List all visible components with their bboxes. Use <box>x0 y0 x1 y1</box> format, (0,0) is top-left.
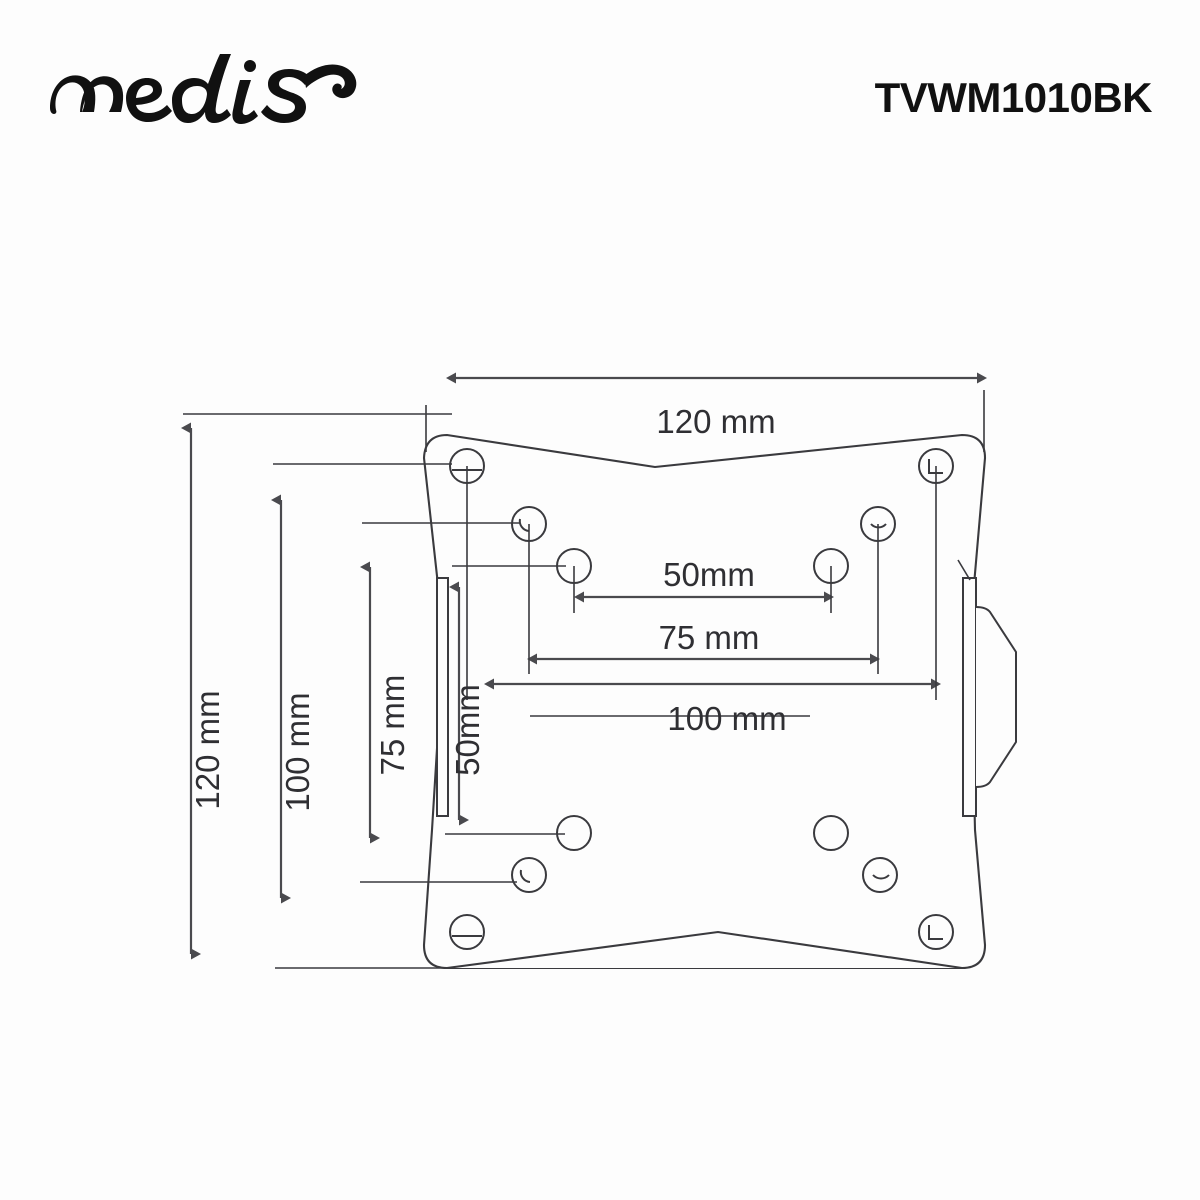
dimension-h-50: 50mm <box>573 556 834 613</box>
dimension-label-h-50: 50mm <box>663 556 755 593</box>
hole-lower-right-inner <box>813 815 849 851</box>
dimension-v-100: 100 mm <box>271 463 517 904</box>
dimension-label-v-50: 50mm <box>449 684 486 776</box>
dimension-label-v-75: 75 mm <box>374 675 411 776</box>
dimension-label-v-100: 100 mm <box>279 692 316 811</box>
dimension-v-75: 75 mm <box>360 522 565 844</box>
hole-mark-lr-outer <box>928 925 943 940</box>
hole-mark-ll-mid <box>519 869 531 883</box>
nedis-logo-icon <box>48 48 378 128</box>
hole-lower-left-mid <box>511 857 547 893</box>
product-code: TVWM1010BK <box>874 74 1153 121</box>
dimension-width-120: 120 mm <box>425 372 987 452</box>
dimension-label-width-120: 120 mm <box>656 403 775 440</box>
dimension-v-120: 120 mm <box>181 413 452 969</box>
hole-lower-right-outer <box>918 914 954 950</box>
dimension-v-50: 50mm <box>449 565 566 826</box>
dimension-label-v-120: 120 mm <box>189 690 226 809</box>
left-profile-strip <box>436 577 449 817</box>
side-profile-leader <box>957 559 971 581</box>
dimension-label-h-75: 75 mm <box>659 619 760 656</box>
hole-lower-right-mid <box>862 857 898 893</box>
hole-mark-lr-mid <box>872 874 890 880</box>
side-profile-boss <box>975 606 1017 788</box>
side-view-profile <box>957 559 1017 817</box>
dimension-label-h-100: 100 mm <box>667 700 786 737</box>
hole-mark-ul-mid <box>518 518 530 532</box>
hole-lower-left-outer <box>449 914 485 950</box>
hole-lower-left-inner <box>556 815 592 851</box>
plate-bottom-notch <box>446 930 963 970</box>
hole-mark-ur-outer <box>928 459 943 474</box>
dimension-h-75: 75 mm <box>527 524 880 674</box>
